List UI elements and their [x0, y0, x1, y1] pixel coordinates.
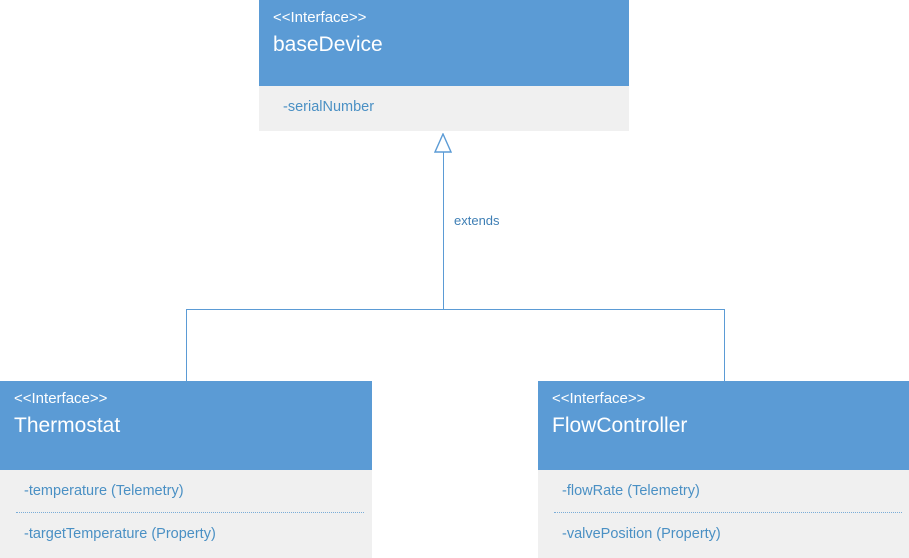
inheritance-arrow-icon [433, 132, 453, 153]
hollow-triangle-icon [433, 132, 453, 153]
uml-class-flowcontroller-header: <<Interface>> FlowController [538, 381, 909, 470]
uml-attribute-row: -flowRate (Telemetry) [562, 483, 700, 499]
uml-class-flowcontroller-name: FlowController [552, 414, 688, 437]
uml-class-thermostat-stereotype: <<Interface>> [14, 390, 108, 407]
connector-drop-right [724, 309, 725, 382]
uml-class-thermostat[interactable]: <<Interface>> Thermostat -temperature (T… [0, 381, 372, 558]
uml-attribute-row: -serialNumber [283, 99, 375, 115]
connector-trunk-vertical [443, 152, 444, 310]
uml-attribute-row: -valvePosition (Property) [562, 526, 721, 542]
uml-class-thermostat-name: Thermostat [14, 414, 121, 437]
uml-class-basedevice-header: <<Interface>> baseDevice [259, 0, 629, 86]
uml-class-basedevice-attributes: -serialNumber [259, 86, 629, 131]
uml-attribute-row: -temperature (Telemetry) [24, 483, 184, 499]
connector-drop-left [186, 309, 187, 382]
uml-class-thermostat-header: <<Interface>> Thermostat [0, 381, 372, 470]
uml-class-flowcontroller-attributes: -flowRate (Telemetry) -valvePosition (Pr… [538, 470, 909, 558]
uml-class-basedevice-stereotype: <<Interface>> [273, 9, 367, 26]
uml-class-thermostat-attributes: -temperature (Telemetry) -targetTemperat… [0, 470, 372, 558]
uml-attribute-separator [16, 512, 364, 513]
uml-attribute-separator [554, 512, 902, 513]
connector-bus-horizontal [186, 309, 725, 310]
uml-class-basedevice[interactable]: <<Interface>> baseDevice -serialNumber [259, 0, 629, 131]
uml-class-flowcontroller-stereotype: <<Interface>> [552, 390, 646, 407]
connector-label-extends: extends [454, 213, 500, 228]
uml-class-flowcontroller[interactable]: <<Interface>> FlowController -flowRate (… [538, 381, 909, 558]
uml-attribute-row: -targetTemperature (Property) [24, 526, 216, 542]
uml-class-basedevice-name: baseDevice [273, 33, 383, 56]
